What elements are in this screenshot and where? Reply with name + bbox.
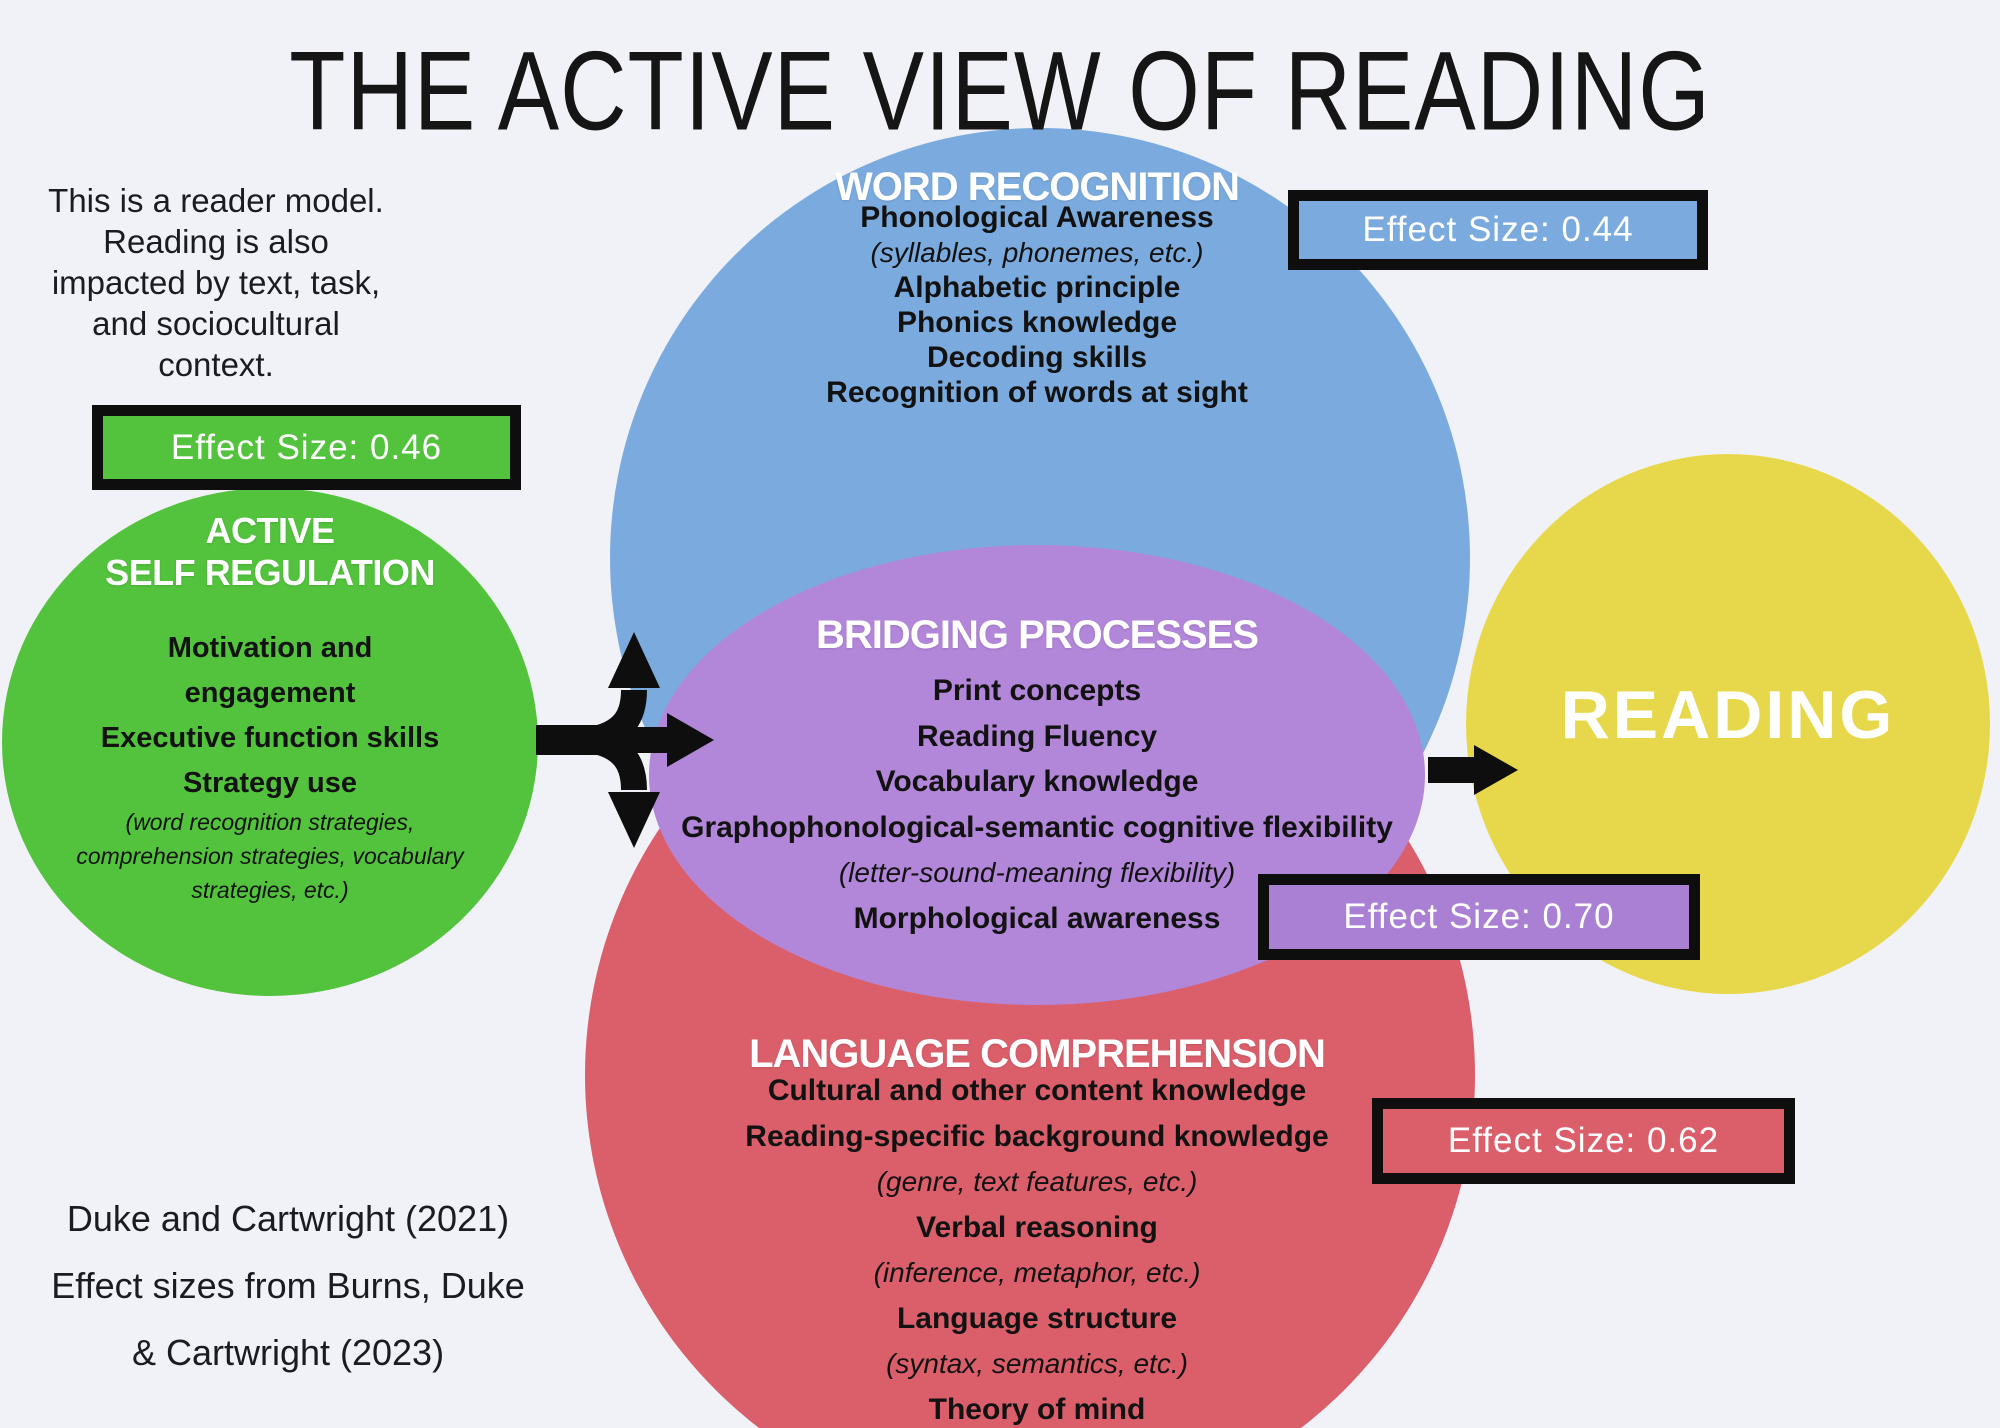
- reading-label: READING: [1560, 677, 1896, 753]
- word-recognition-heading: WORD RECOGNITION: [835, 165, 1240, 209]
- page-title: THE ACTIVE VIEW OF READING: [289, 29, 1711, 154]
- arrowhead-up-icon: [608, 632, 660, 688]
- list-item: Reading Fluency: [916, 719, 1158, 753]
- arrowhead-right-icon: [667, 713, 714, 767]
- effect-size-value: Effect Size: 0.62: [1447, 1121, 1720, 1160]
- effect-size-value: Effect Size: 0.44: [1362, 210, 1634, 249]
- citation-line: Effect sizes from Burns, Duke: [51, 1265, 525, 1306]
- effect-size-badge-word-recognition: Effect Size: 0.44: [1288, 190, 1708, 270]
- list-item: Print concepts: [932, 674, 1142, 707]
- heading-line: SELF REGULATION: [105, 552, 435, 593]
- list-subitem: (word recognition strategies,: [125, 809, 415, 835]
- active-self-regulation-items: Motivation and engagement Executive func…: [20, 626, 520, 806]
- note-line: Reading is also: [103, 223, 329, 260]
- note-line: and sociocultural: [92, 305, 340, 342]
- list-item: Phonics knowledge: [896, 306, 1178, 339]
- list-subitem: (syntax, semantics, etc.): [886, 1348, 1188, 1379]
- list-item: Strategy use: [182, 767, 358, 799]
- list-item: Theory of mind: [928, 1392, 1146, 1426]
- arrowhead-reading-icon: [1474, 745, 1518, 795]
- citation: Duke and Cartwright (2021) Effect sizes …: [8, 1185, 568, 1386]
- list-item: Executive function skills: [100, 722, 440, 754]
- list-item: Verbal reasoning: [916, 1210, 1158, 1244]
- list-item: Language structure: [896, 1301, 1178, 1335]
- arrowhead-down-icon: [608, 792, 660, 848]
- list-item: Alphabetic principle: [893, 271, 1181, 304]
- list-item: Decoding skills: [926, 341, 1148, 374]
- word-recognition-items: Phonological Awareness (syllables, phone…: [637, 200, 1437, 410]
- list-subitem: strategies, etc.): [191, 877, 349, 903]
- list-subitem: comprehension strategies, vocabulary: [76, 843, 464, 869]
- heading-line: ACTIVE: [205, 510, 335, 551]
- list-item: Motivation and: [167, 632, 373, 664]
- list-item: Cultural and other content knowledge: [767, 1074, 1307, 1107]
- citation-line: & Cartwright (2023): [131, 1332, 445, 1373]
- reader-model-note: This is a reader model. Reading is also …: [0, 180, 432, 385]
- effect-size-value: Effect Size: 0.46: [170, 427, 443, 467]
- arrowheads: [608, 632, 1518, 848]
- list-item: Vocabulary knowledge: [875, 765, 1199, 798]
- note-line: context.: [158, 346, 274, 383]
- active-self-regulation-heading: ACTIVE SELF REGULATION: [20, 510, 520, 594]
- language-comprehension-heading: LANGUAGE COMPREHENSION: [749, 1032, 1326, 1076]
- language-comprehension-items: Cultural and other content knowledge Rea…: [617, 1068, 1457, 1428]
- list-item: Graphophonological-semantic cognitive fl…: [681, 810, 1393, 844]
- list-subitem: (inference, metaphor, etc.): [873, 1257, 1201, 1288]
- list-item: Recognition of words at sight: [826, 376, 1248, 409]
- list-subitem: (syllables, phonemes, etc.): [870, 237, 1204, 268]
- effect-size-badge-self-regulation: Effect Size: 0.46: [92, 405, 521, 490]
- effect-size-badge-language-comprehension: Effect Size: 0.62: [1372, 1098, 1795, 1184]
- list-item: Phonological Awareness: [860, 201, 1214, 234]
- citation-line: Duke and Cartwright (2021): [66, 1198, 510, 1239]
- note-line: impacted by text, task,: [51, 264, 381, 301]
- active-self-regulation-circle: [2, 488, 538, 996]
- branching-arrow: [536, 689, 670, 791]
- list-subitem: (letter-sound-meaning flexibility): [838, 857, 1236, 888]
- active-self-regulation-subitems: (word recognition strategies, comprehens…: [20, 805, 520, 907]
- note-line: This is a reader model.: [48, 182, 384, 219]
- bridging-processes-items: Print concepts Reading Fluency Vocabular…: [617, 668, 1457, 941]
- list-item: Morphological awareness: [853, 901, 1221, 935]
- list-item: Reading-specific background knowledge: [745, 1119, 1329, 1153]
- list-item: engagement: [184, 677, 356, 709]
- list-subitem: (genre, text features, etc.): [876, 1166, 1198, 1197]
- effect-size-value: Effect Size: 0.70: [1343, 897, 1615, 936]
- effect-size-badge-bridging-processes: Effect Size: 0.70: [1258, 874, 1700, 960]
- bridging-processes-heading: BRIDGING PROCESSES: [815, 613, 1259, 657]
